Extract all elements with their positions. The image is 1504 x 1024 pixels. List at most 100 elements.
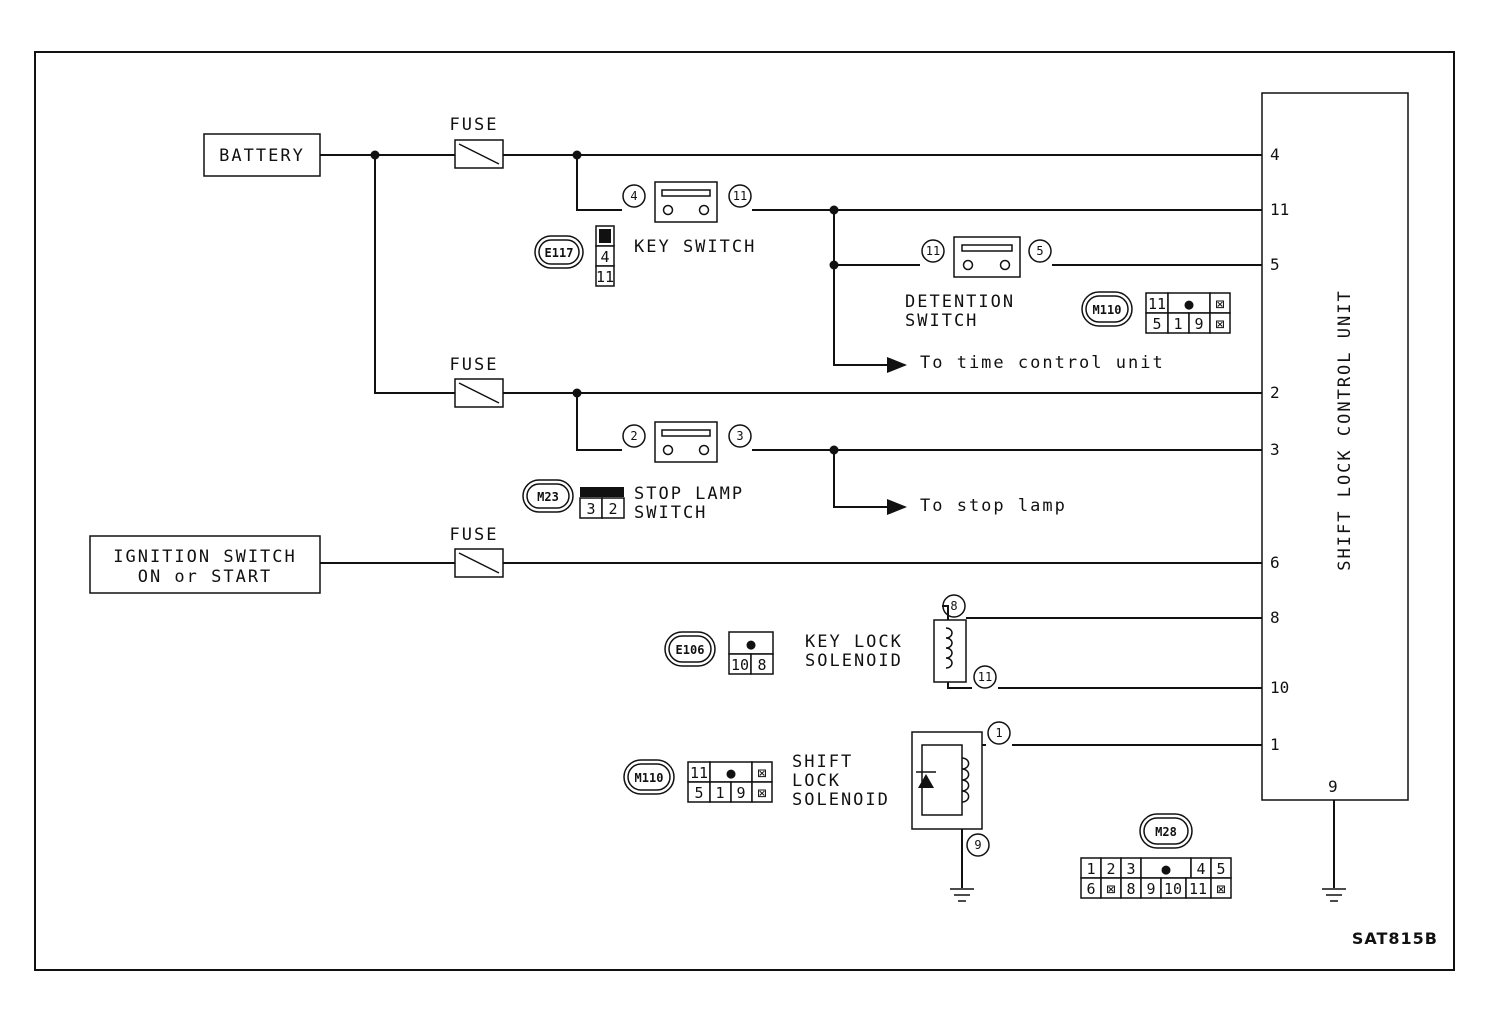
- pin-number: 3: [1270, 440, 1280, 459]
- stop-lamp-label-line1: STOP LAMP: [634, 484, 744, 504]
- connector-cell: 11: [1148, 295, 1166, 313]
- terminal-number: 3: [736, 429, 743, 443]
- connector-m110-bottom: M110 11 ● ⊠ 5 1 9 ⊠: [623, 759, 773, 803]
- pin-number: 6: [1270, 553, 1280, 572]
- splice-dot: [829, 260, 839, 270]
- connector-cell: 6: [1086, 880, 1095, 898]
- pin-number: 8: [1270, 608, 1280, 627]
- connector-cell: ⊠: [1106, 880, 1115, 898]
- battery-label: BATTERY: [219, 146, 305, 166]
- shift-lock-label-line1: SHIFT: [792, 752, 853, 772]
- shift-lock-label-line2: LOCK: [792, 771, 841, 791]
- terminal-number: 1: [995, 726, 1002, 740]
- connector-cell: ⊠: [757, 764, 766, 782]
- connector-cell: 9: [736, 784, 745, 802]
- shift-lock-label-line3: SOLENOID: [792, 790, 890, 810]
- connector-cell: ●: [1161, 860, 1170, 878]
- splice-dot: [829, 205, 839, 215]
- ignition-label-line1: IGNITION SWITCH: [113, 547, 297, 567]
- connector-id: E106: [676, 643, 705, 657]
- fuse-label: FUSE: [450, 525, 499, 545]
- pin-number: 1: [1270, 735, 1280, 754]
- splice-dot: [572, 388, 582, 398]
- fuse-label: FUSE: [450, 355, 499, 375]
- connector-cell: ⊠: [1216, 880, 1225, 898]
- fuse-2: FUSE: [450, 355, 504, 408]
- to-stop-lamp-label: To stop lamp: [920, 496, 1067, 516]
- terminal-number: 8: [950, 599, 957, 613]
- connector-cell: 3: [1126, 860, 1135, 878]
- terminal-number: 11: [978, 670, 992, 684]
- ignition-switch-box: IGNITION SWITCH ON or START: [89, 535, 321, 594]
- connector-m23: M23 3 2: [522, 479, 625, 519]
- key-switch: 4 11 KEY SWITCH: [622, 181, 756, 257]
- connector-id: M28: [1155, 825, 1177, 839]
- connector-cell: 11: [690, 764, 708, 782]
- pin-number: 4: [1270, 145, 1280, 164]
- pin-number: 10: [1270, 678, 1289, 697]
- connector-cell: 8: [757, 656, 766, 674]
- key-lock-solenoid: 8 11 KEY LOCK SOLENOID: [805, 594, 997, 689]
- detention-switch: 11 5 DETENTION SWITCH: [905, 236, 1052, 331]
- connector-m110-top: M110 11 ● ⊠ 5 1 9 ⊠: [1081, 291, 1231, 334]
- stop-lamp-switch: 2 3 STOP LAMP SWITCH: [622, 421, 752, 523]
- control-unit-label: SHIFT LOCK CONTROL UNIT: [1335, 289, 1355, 570]
- connector-cell: ⊠: [757, 784, 766, 802]
- pin-number: 5: [1270, 255, 1280, 274]
- ignition-label-line2: ON or START: [138, 567, 273, 587]
- terminal-number: 11: [733, 189, 747, 203]
- connector-m28: M28 1 2 3 ● 4 5 6 ⊠ 8 9 10 11 ⊠: [1080, 813, 1232, 899]
- shift-lock-solenoid: 1 9 SHIFT LOCK SOLENOID: [792, 721, 1011, 857]
- connector-cell: 1: [1173, 315, 1182, 333]
- terminal-number: 9: [974, 838, 981, 852]
- connector-id: M110: [1093, 303, 1122, 317]
- ground-symbol: [1322, 888, 1346, 902]
- key-lock-label-line2: SOLENOID: [805, 651, 903, 671]
- connector-cell: 11: [1189, 880, 1207, 898]
- terminal-number: 11: [926, 244, 940, 258]
- splice-dot: [370, 150, 380, 160]
- pin-number: 11: [1270, 200, 1289, 219]
- fuse-label: FUSE: [450, 115, 499, 135]
- connector-cell: 4: [600, 248, 609, 266]
- connector-cell: 4: [1196, 860, 1205, 878]
- shift-lock-control-unit: SHIFT LOCK CONTROL UNIT 4 11 5 2 3 6 8 1…: [1261, 92, 1409, 801]
- fuse-1: FUSE: [450, 115, 504, 169]
- ground-symbol: [950, 888, 974, 902]
- connector-cell: 5: [694, 784, 703, 802]
- fuse-3: FUSE: [450, 525, 504, 578]
- key-switch-label: KEY SWITCH: [634, 237, 756, 257]
- detention-label-line2: SWITCH: [905, 311, 978, 331]
- connector-cell: ⊠: [1215, 295, 1224, 313]
- connector-cell: 5: [1152, 315, 1161, 333]
- connector-cell: 5: [1216, 860, 1225, 878]
- connector-id: E117: [545, 246, 574, 260]
- connector-cell: ⊠: [1215, 315, 1224, 333]
- battery-box: BATTERY: [203, 133, 321, 177]
- figure-code: SAT815B: [1352, 929, 1438, 948]
- terminal-number: 5: [1036, 244, 1043, 258]
- connector-e106: E106 ● 10 8: [664, 631, 774, 675]
- connector-cell: 2: [1106, 860, 1115, 878]
- splice-dot: [572, 150, 582, 160]
- connector-cell: 8: [1126, 880, 1135, 898]
- pin-number: 2: [1270, 383, 1280, 402]
- detention-label-line1: DETENTION: [905, 292, 1015, 312]
- connector-cell: 3: [586, 500, 595, 518]
- connector-cell: ●: [746, 635, 755, 653]
- connector-cell: 11: [596, 268, 614, 286]
- connector-cell: ●: [1184, 295, 1193, 313]
- diagram-frame: [34, 51, 1455, 971]
- connector-cell: 1: [1086, 860, 1095, 878]
- connector-cell: 1: [715, 784, 724, 802]
- terminal-number: 4: [630, 189, 637, 203]
- pin-number: 9: [1328, 777, 1338, 796]
- connector-cell: 10: [731, 656, 749, 674]
- connector-id: M110: [635, 771, 664, 785]
- connector-cell: 9: [1146, 880, 1155, 898]
- connector-id: M23: [537, 490, 559, 504]
- connector-cell: 10: [1164, 880, 1182, 898]
- terminal-number: 2: [630, 429, 637, 443]
- splice-dot: [829, 445, 839, 455]
